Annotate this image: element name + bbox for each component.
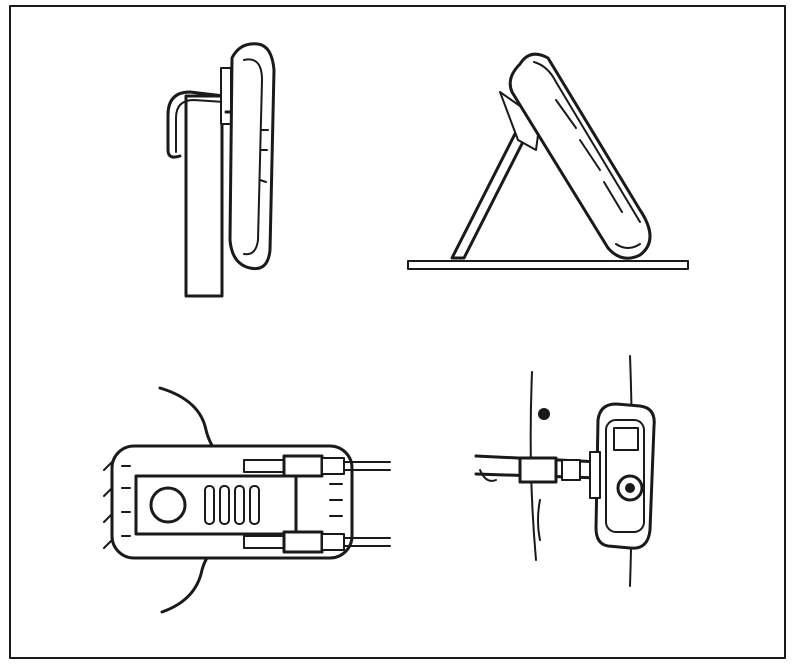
meter-keys (555, 99, 623, 213)
meter-key (259, 179, 267, 183)
meter-body-tilted (508, 52, 652, 260)
meter-probe-holder-icon (103, 386, 391, 614)
meter-display (613, 427, 639, 451)
board-slab (184, 94, 224, 298)
clip-hook (166, 90, 226, 159)
meter-strap-mount-icon (474, 355, 656, 587)
side-ridges-right (329, 483, 343, 517)
clip-hook-inner (175, 99, 225, 153)
figure-frame (9, 5, 786, 659)
meter-body-edge (243, 58, 263, 256)
strap-end (479, 469, 497, 482)
side-ridges-inner-left (121, 465, 131, 537)
meter-rotary-dial (616, 474, 644, 502)
clip-bracket (220, 67, 232, 125)
upper-probe-grip (243, 459, 285, 473)
strap-buckle (518, 456, 558, 484)
vent-slot (234, 485, 245, 525)
vent-slot (249, 485, 260, 525)
vent-slot (204, 485, 215, 525)
lower-probe-guard (321, 533, 345, 551)
stand-hole (149, 486, 187, 524)
strap-loop (561, 459, 581, 481)
pole-bolt (538, 408, 550, 420)
stand-leg (450, 122, 532, 260)
meter-foot (615, 243, 641, 249)
lower-probe-body (282, 530, 324, 554)
meter-face (605, 419, 645, 533)
pole-texture (537, 499, 541, 541)
upper-probe-guard (321, 457, 345, 475)
tilt-stand-plate (134, 474, 298, 536)
meter-dial-center (625, 483, 635, 493)
vent-slot (219, 485, 230, 525)
upper-probe-body (282, 454, 324, 478)
table-surface (407, 260, 689, 270)
meter-side-clip-icon (166, 42, 276, 298)
meter-tilt-stand-icon (407, 52, 689, 270)
meter-body-side (228, 42, 276, 271)
side-ridges-left (103, 461, 113, 549)
meter-face-edge (533, 61, 641, 223)
meter-mount-bracket (589, 451, 601, 499)
lower-probe-grip (243, 535, 285, 549)
